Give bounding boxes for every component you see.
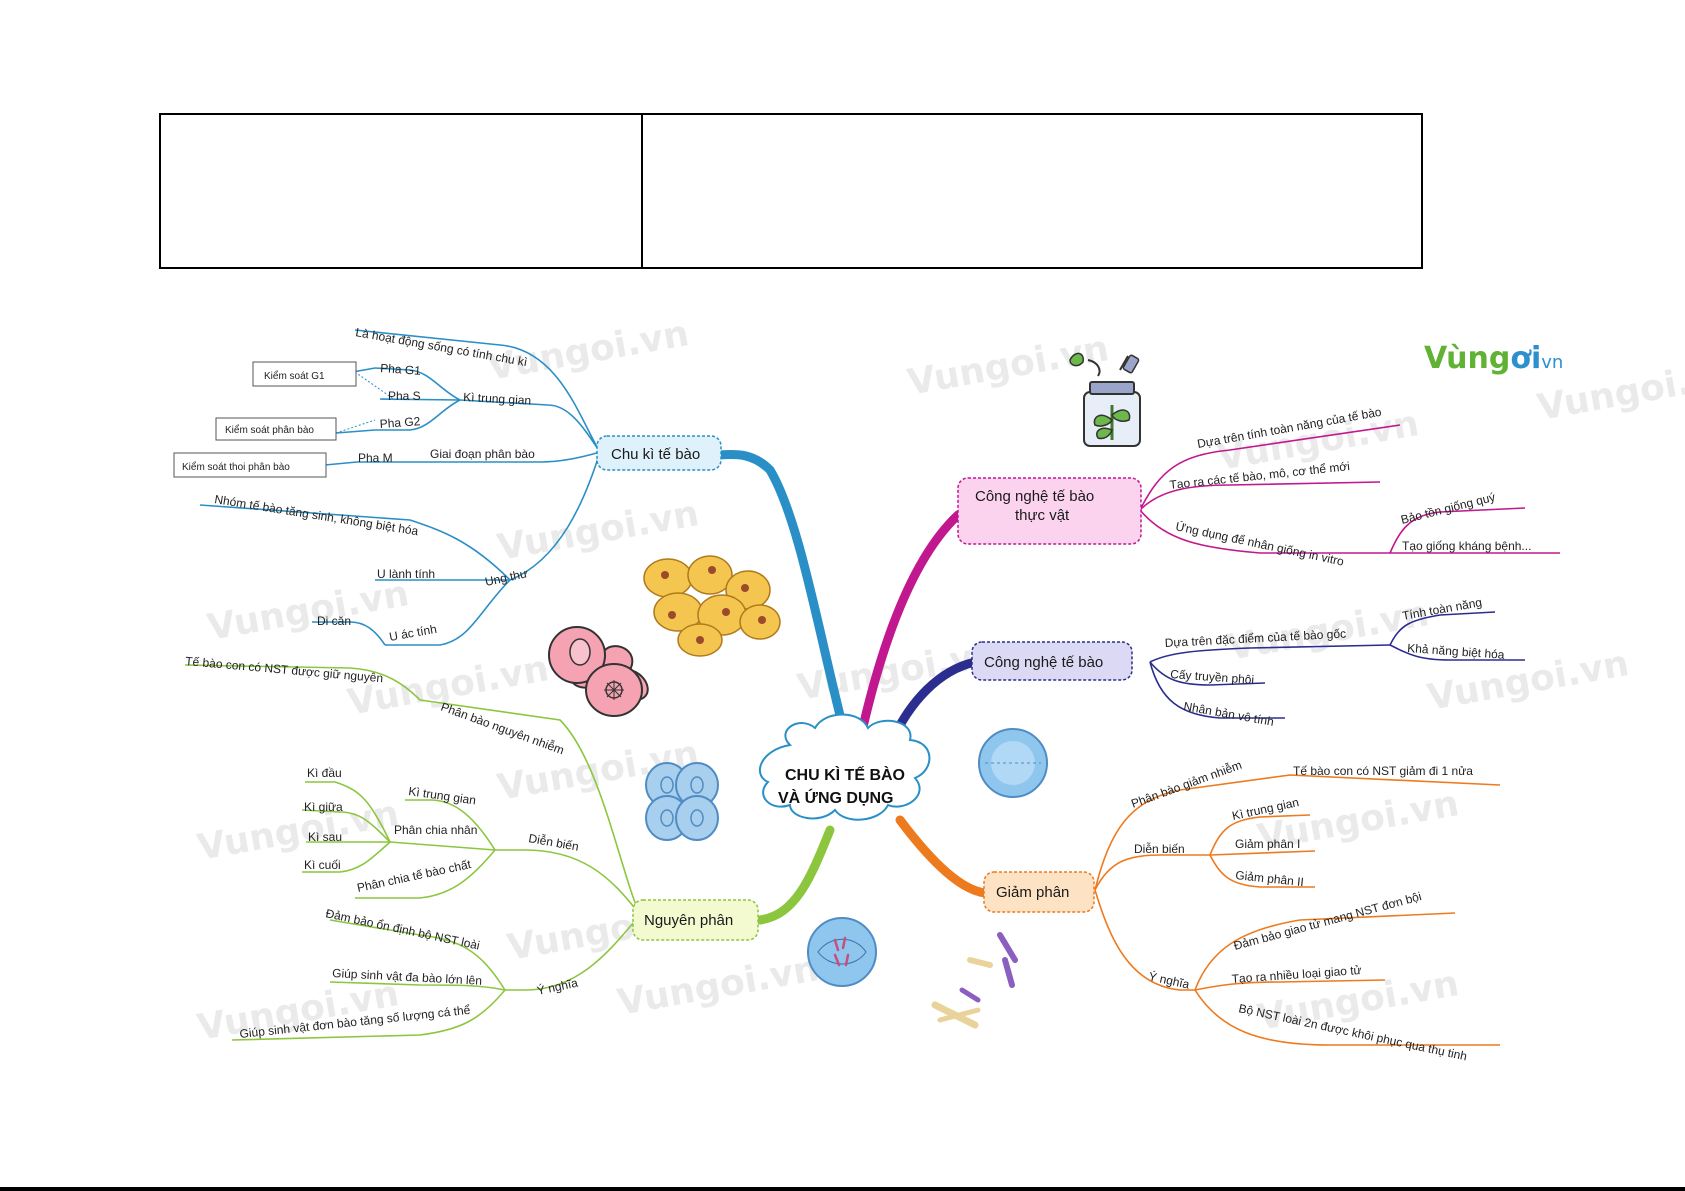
label-dam-bao-on-dinh: Đảm bảo ổn định bộ NST loài <box>324 906 481 952</box>
center-line2: VÀ ỨNG DỤNG <box>778 788 894 807</box>
logo-part1: Vùng <box>1424 341 1510 376</box>
label-kiem-soat-phan-bao: Kiểm soát phân bào <box>225 424 314 436</box>
header-table <box>159 113 1423 269</box>
label-dien-bien-gp: Diễn biến <box>1134 841 1185 856</box>
logo: Vùngơivn <box>1424 341 1563 376</box>
branch-cn-thuc-vat <box>855 510 963 745</box>
node-cn-thuc-vat: Công nghệ tế bào thực vật <box>957 477 1142 545</box>
label-ki-dau: Kì đầu <box>307 766 342 780</box>
label-pha-g1: Pha G1 <box>380 361 422 378</box>
branch-chu-ki <box>710 449 850 740</box>
label-ung-dung: Ứng dụng để nhân giống in vitro <box>1174 518 1345 568</box>
node-cn-thuc-vat-line2: thực vật <box>1015 507 1070 524</box>
label-ki-sau: Kì sau <box>308 830 342 844</box>
label-giai-doan-phan-bao: Giai đoạn phân bào <box>430 447 535 461</box>
label-phan-bao-nguyen-nhiem: Phân bào nguyên nhiễm <box>439 699 566 758</box>
chu-ki-dashed <box>335 371 396 434</box>
label-ung-thu: Ung thư <box>484 566 529 589</box>
four-cells-icon <box>645 762 719 841</box>
node-nguyen-phan-title: Nguyên phân <box>644 912 733 929</box>
dividing-cell-icon <box>548 626 649 717</box>
node-cn-te-bao: Công nghệ tế bào <box>971 641 1133 681</box>
blue-sphere-icon <box>978 728 1048 798</box>
page-bottom-border <box>0 1187 1685 1191</box>
label-kiem-soat-g1: Kiểm soát G1 <box>264 370 325 382</box>
label-nhan-ban: Nhân bản vô tính <box>1182 699 1274 729</box>
nguyen-phan-lines <box>184 664 641 1041</box>
watermark: Vungoi.vn <box>494 493 701 569</box>
center-cloud: CHU KÌ TẾ BÀO VÀ ỨNG DỤNG <box>758 713 931 821</box>
label-te-bao-con-np: Tế bào con có NST được giữ nguyên <box>185 654 384 685</box>
label-te-bao-con-gp: Tế bào con có NST giảm đi 1 nửa <box>1293 764 1473 778</box>
label-tao-giong: Tạo giống kháng bệnh... <box>1402 539 1531 553</box>
watermark: Vungoi.vn <box>204 573 411 649</box>
label-pha-s: Pha S <box>388 389 421 403</box>
box-kiem-soat-phan-bao <box>215 417 337 441</box>
node-giam-phan: Giảm phân <box>983 871 1095 913</box>
yellow-cells-icon <box>643 555 781 657</box>
main-branches <box>710 449 990 925</box>
node-chu-ki-title: Chu kì tế bào <box>611 446 700 463</box>
watermark: Vungoi.vn <box>614 948 821 1024</box>
label-giam-phan-1: Giảm phân I <box>1235 837 1300 851</box>
label-pha-g2: Pha G2 <box>379 414 421 431</box>
label-kiem-soat-thoi: Kiểm soát thoi phân bào <box>182 461 290 473</box>
svg-text:Vùngơivn: Vùngơivn <box>1424 341 1563 376</box>
chromosomes-icon <box>931 932 1018 1029</box>
watermark: Vungoi.vn <box>194 793 401 869</box>
label-nhom-te-bao: Nhóm tế bào tăng sinh, không biệt hóa <box>214 492 420 538</box>
label-ki-trung-gian: Kì trung gian <box>463 390 532 408</box>
box-kiem-soat-g1 <box>252 361 357 387</box>
watermark: Vungoi.vn <box>904 328 1111 404</box>
plant-jar-icon <box>1069 352 1141 447</box>
label-ki-cuoi: Kì cuối <box>304 858 341 872</box>
center-line1: CHU KÌ TẾ BÀO <box>785 765 905 784</box>
spindle-cell-icon <box>807 917 877 987</box>
label-y-nghia-np: Ý nghĩa <box>536 975 580 998</box>
label-giam-phan-2: Giảm phân II <box>1235 868 1305 889</box>
cn-te-bao-lines <box>1149 611 1525 719</box>
node-cn-te-bao-title: Công nghệ tế bào <box>984 654 1103 671</box>
watermark: Vungoi.vn <box>484 313 691 389</box>
branch-nguyen-phan <box>755 825 835 925</box>
label-dam-bao-giao-tu: Đảm bảo giao tử mang NST đơn bội <box>1232 889 1423 953</box>
label-cay-truyen-phoi: Cấy truyền phôi <box>1170 667 1255 687</box>
label-u-ac-tinh: U ác tính <box>388 622 438 644</box>
label-phan-chia-tbc: Phân chia tế bào chất <box>356 857 473 895</box>
label-ki-giua: Kì giữa <box>304 800 343 814</box>
chu-ki-boxes <box>173 361 357 478</box>
node-nguyen-phan: Nguyên phân <box>632 899 759 941</box>
label-pha-m: Pha M <box>358 451 393 465</box>
branch-giam-phan <box>895 815 990 898</box>
box-kiem-soat-thoi <box>173 452 327 478</box>
node-chu-ki: Chu kì tế bào <box>596 435 722 471</box>
label-phan-chia-nhan: Phân chia nhân <box>394 823 477 837</box>
label-u-lanh-tinh: U lành tính <box>377 567 435 581</box>
giam-phan-lines <box>1094 774 1501 1046</box>
label-kha-nang: Khả năng biệt hóa <box>1407 641 1505 662</box>
logo-part2: ơi <box>1510 341 1541 376</box>
label-di-can: Di căn <box>317 614 351 628</box>
label-ki-trung-gian-np: Kì trung gian <box>408 784 477 807</box>
header-table-left-cell <box>161 115 643 267</box>
label-bao-ton: Bảo tồn giống quý <box>1399 490 1496 527</box>
logo-suffix: vn <box>1541 352 1563 373</box>
node-giam-phan-title: Giảm phân <box>996 884 1069 901</box>
node-cn-thuc-vat-line1: Công nghệ tế bào <box>975 488 1094 505</box>
cn-thuc-vat-lines <box>1139 424 1560 554</box>
